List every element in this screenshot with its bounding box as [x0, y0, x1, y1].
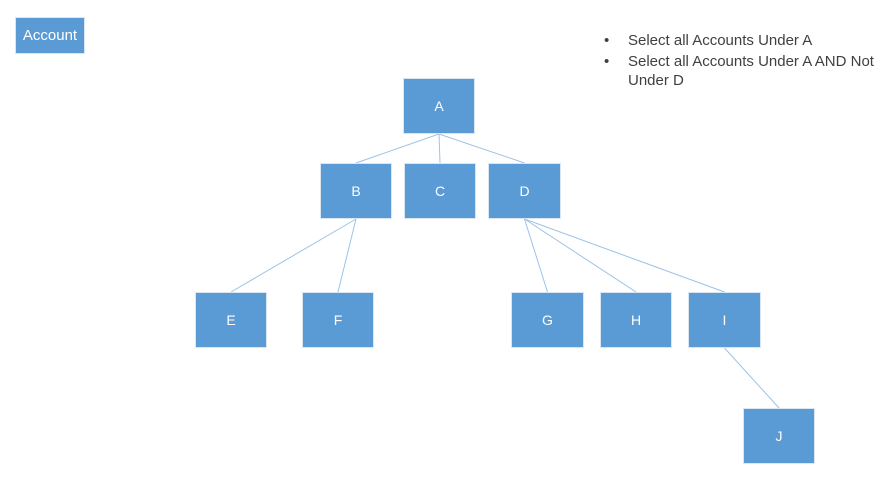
bullet-item: Select all Accounts Under A AND Not Unde… [602, 52, 880, 91]
tree-node-j: J [743, 408, 815, 464]
tree-node-a: A [403, 78, 475, 134]
tree-node-b: B [320, 163, 392, 219]
tree-node-i: I [688, 292, 761, 348]
tree-node-c: C [404, 163, 476, 219]
tree-node-d: D [488, 163, 561, 219]
tree-node-e: E [195, 292, 267, 348]
tree-node-g: G [511, 292, 584, 348]
notes-bullet-list: Select all Accounts Under A Select all A… [602, 31, 880, 92]
tree-node-f: F [302, 292, 374, 348]
bullet-item: Select all Accounts Under A [602, 31, 880, 51]
tree-node-h: H [600, 292, 672, 348]
account-label-box: Account [15, 17, 85, 54]
